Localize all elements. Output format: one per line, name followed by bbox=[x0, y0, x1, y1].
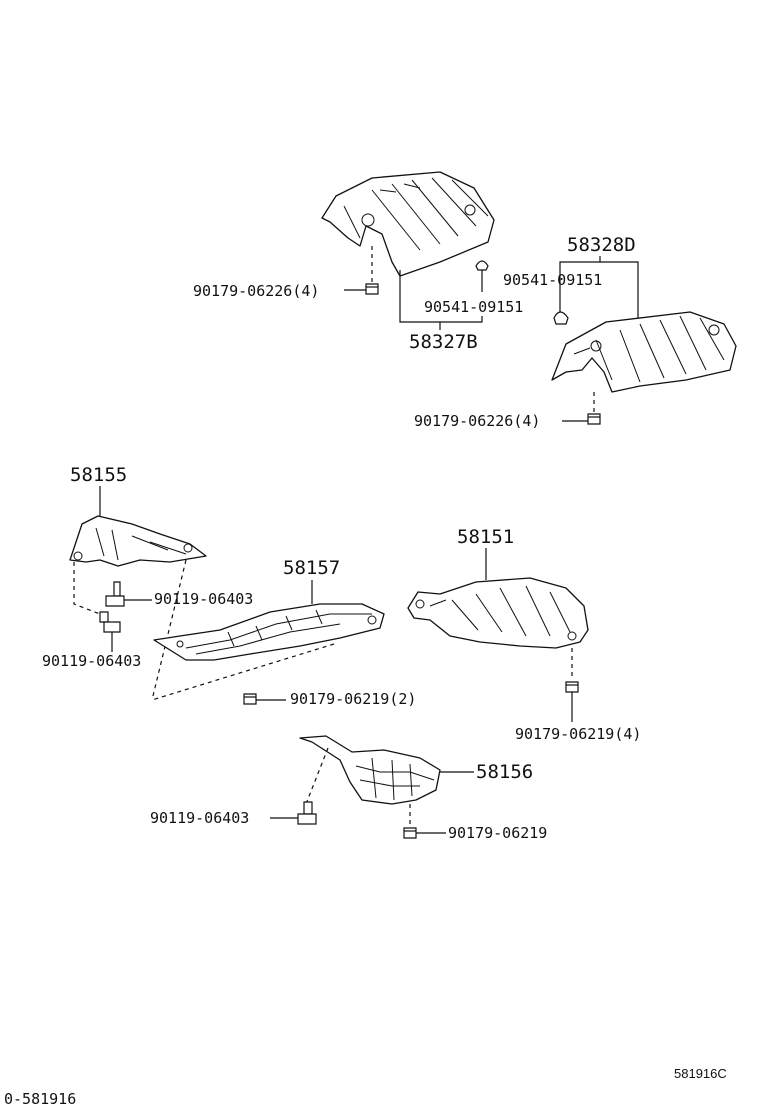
label-58157-nut: 90179-06219(2) bbox=[290, 690, 416, 708]
label-58156: 58156 bbox=[476, 761, 533, 783]
label-58151: 58151 bbox=[457, 526, 514, 548]
label-58155-bolt-b: 90119-06403 bbox=[42, 652, 141, 670]
label-58328d-clip: 90541-09151 bbox=[503, 271, 602, 289]
catalog-number: 0-581916 bbox=[4, 1090, 76, 1108]
label-58157: 58157 bbox=[283, 557, 340, 579]
diagram-code: 581916C bbox=[674, 1066, 727, 1081]
clip-58328d[interactable] bbox=[553, 311, 569, 325]
nut-58327b[interactable] bbox=[365, 283, 379, 295]
insulator-58157[interactable] bbox=[153, 603, 385, 661]
insulator-58328d[interactable] bbox=[551, 311, 737, 393]
label-58156-bolt: 90119-06403 bbox=[150, 809, 249, 827]
clip-58327b[interactable] bbox=[475, 260, 489, 271]
label-58156-nut: 90179-06219 bbox=[448, 824, 547, 842]
bolt-58155-a[interactable] bbox=[105, 581, 125, 607]
label-58155: 58155 bbox=[70, 464, 127, 486]
nut-58328d[interactable] bbox=[587, 413, 601, 425]
label-58328d-nut: 90179-06226(4) bbox=[414, 412, 540, 430]
label-58327b-clip: 90541-09151 bbox=[424, 298, 523, 316]
insulator-58156[interactable] bbox=[299, 735, 441, 805]
insulator-58151[interactable] bbox=[407, 577, 589, 649]
label-58327b: 58327B bbox=[409, 331, 478, 353]
label-58151-nut: 90179-06219(4) bbox=[515, 725, 641, 743]
nut-58156[interactable] bbox=[403, 827, 417, 839]
insulator-58155[interactable] bbox=[69, 515, 207, 567]
nut-58151[interactable] bbox=[565, 681, 579, 693]
bolt-58156[interactable] bbox=[297, 801, 317, 825]
label-58328d: 58328D bbox=[567, 234, 636, 256]
nut-58157[interactable] bbox=[243, 693, 257, 705]
label-58327b-nut: 90179-06226(4) bbox=[193, 282, 319, 300]
label-58155-bolt-a: 90119-06403 bbox=[154, 590, 253, 608]
bolt-58155-b[interactable] bbox=[99, 611, 121, 633]
insulator-58327b[interactable] bbox=[321, 171, 495, 277]
